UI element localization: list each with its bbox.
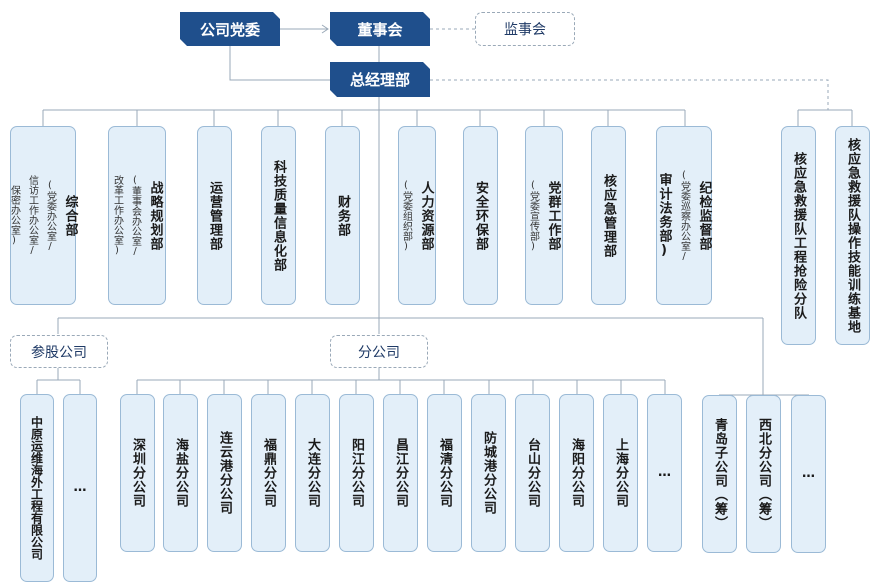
branch-label: 福鼎分公司 bbox=[261, 438, 276, 508]
branch-northwest-planned: 西北分公司（筹） bbox=[746, 395, 781, 553]
emergency-label: 核应急救援队操作技能训练基地 bbox=[845, 137, 860, 334]
dept-label: 战略规划部 bbox=[147, 180, 163, 251]
dept-tech-quality: 科技质量信息化部 bbox=[261, 126, 296, 305]
branch-lianyungang: 连云港分公司 bbox=[207, 394, 242, 552]
branch-label: 阳江分公司 bbox=[349, 438, 364, 508]
general-manager-node: 总经理部 bbox=[330, 62, 430, 97]
party-committee-node: 公司党委 bbox=[180, 12, 280, 46]
dept-label: 科技质量信息化部 bbox=[271, 159, 286, 272]
branch-label: 西北分公司（筹） bbox=[756, 418, 771, 530]
branch-fuding: 福鼎分公司 bbox=[251, 394, 286, 552]
branches-header: 分公司 bbox=[330, 335, 428, 368]
dept-sub-label: (董事会办公室/ bbox=[129, 174, 141, 257]
dept-discipline: 纪检监督部 (党委巡察办公室/ 审计法务部) bbox=[656, 126, 712, 305]
branch-shanghai: 上海分公司 bbox=[603, 394, 638, 552]
branch-label: 大连分公司 bbox=[305, 438, 320, 508]
dept-sub-label: 保密办公室) bbox=[8, 185, 20, 246]
company-label: 中原运维海外工程有限公司 bbox=[29, 416, 44, 560]
dept-safety-env: 安全环保部 bbox=[463, 126, 498, 305]
branch-label: 上海分公司 bbox=[613, 438, 628, 508]
branch-qingdao-planned: 青岛子公司（筹） bbox=[702, 395, 737, 553]
dept-finance: 财务部 bbox=[325, 126, 360, 305]
branch-label: 连云港分公司 bbox=[217, 431, 232, 515]
branch-label: 昌江分公司 bbox=[393, 438, 408, 508]
branch-label: 福清分公司 bbox=[437, 438, 452, 508]
dept-label: 综合部 bbox=[62, 194, 78, 237]
branch-label: 台山分公司 bbox=[525, 438, 540, 508]
branch-shenzhen: 深圳分公司 bbox=[120, 394, 155, 552]
branch-label: 海阳分公司 bbox=[569, 438, 584, 508]
board-node: 董事会 bbox=[330, 12, 430, 46]
branch-yangjiang: 阳江分公司 bbox=[339, 394, 374, 552]
emergency-label: 核应急救援队工程抢险分队 bbox=[791, 151, 806, 320]
branch-changjiang: 昌江分公司 bbox=[383, 394, 418, 552]
branch-fuqing: 福清分公司 bbox=[427, 394, 462, 552]
dept-nuclear-emergency: 核应急管理部 bbox=[591, 126, 626, 305]
dept-label: 安全环保部 bbox=[473, 180, 488, 251]
branch-label: … bbox=[657, 465, 672, 481]
dept-label: 财务部 bbox=[335, 194, 350, 237]
branch-planned-more: … bbox=[791, 395, 826, 553]
branch-dalian: 大连分公司 bbox=[295, 394, 330, 552]
dept-label: 纪检监督部 bbox=[696, 180, 712, 251]
dept-label: 党群工作部 bbox=[545, 180, 561, 251]
branch-fangchenggang: 防城港分公司 bbox=[471, 394, 506, 552]
branch-label: … bbox=[801, 466, 816, 482]
dept-human-resources: 人力资源部 (党委组织部) bbox=[398, 126, 436, 305]
holding-company-more: … bbox=[63, 394, 97, 582]
emergency-engineering-team: 核应急救援队工程抢险分队 bbox=[781, 126, 816, 345]
dept-sub-label: (党委组织部) bbox=[400, 179, 412, 252]
branch-label: 海盐分公司 bbox=[173, 438, 188, 508]
branch-taishan: 台山分公司 bbox=[515, 394, 550, 552]
dept-operations: 运营管理部 bbox=[197, 126, 232, 305]
holding-company-overseas: 中原运维海外工程有限公司 bbox=[20, 394, 54, 582]
dept-sub-label: 信访工作办公室/ bbox=[26, 175, 38, 256]
dept-party-mass: 党群工作部 (党委宣传部) bbox=[525, 126, 563, 305]
dept-sub-label: 改革工作办公室) bbox=[111, 175, 123, 256]
company-label: … bbox=[72, 480, 88, 496]
dept-general-affairs: 综合部 (党委办公室/ 信访工作办公室/ 保密办公室) bbox=[8, 126, 78, 305]
branch-label: 深圳分公司 bbox=[130, 438, 145, 508]
branch-label: 防城港分公司 bbox=[481, 431, 496, 515]
dept-label: 运营管理部 bbox=[207, 180, 222, 251]
emergency-training-base: 核应急救援队操作技能训练基地 bbox=[835, 126, 870, 345]
dept-sub-label: (党委办公室/ bbox=[44, 179, 56, 252]
dept-sub-label: (党委巡察办公室/ bbox=[678, 169, 690, 262]
supervisory-node: 监事会 bbox=[475, 12, 575, 46]
dept-label: 核应急管理部 bbox=[601, 173, 616, 258]
branch-haiyan: 海盐分公司 bbox=[163, 394, 198, 552]
branch-haiyang: 海阳分公司 bbox=[559, 394, 594, 552]
dept-strategy-planning: 战略规划部 (董事会办公室/ 改革工作办公室) bbox=[108, 126, 166, 305]
dept-sub-label: (党委宣传部) bbox=[527, 179, 539, 252]
dept-label: 人力资源部 bbox=[418, 180, 434, 251]
branch-more: … bbox=[647, 394, 682, 552]
branch-label: 青岛子公司（筹） bbox=[712, 418, 727, 530]
dept-label: 审计法务部) bbox=[656, 172, 672, 259]
holding-companies-header: 参股公司 bbox=[10, 335, 108, 368]
